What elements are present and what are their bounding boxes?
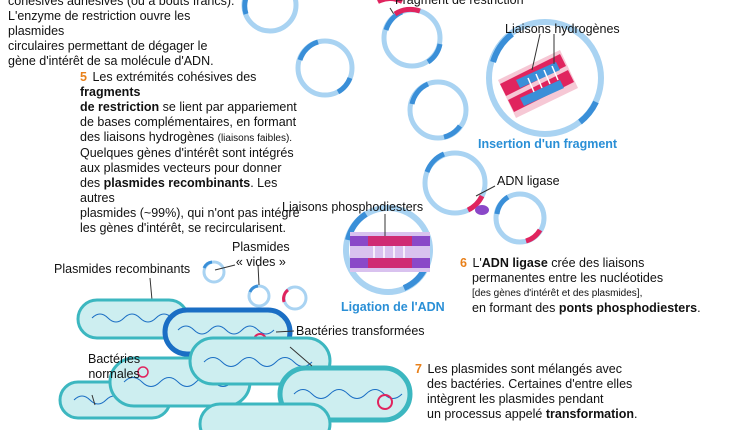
ligation-band <box>350 232 430 272</box>
leader-line <box>531 33 541 71</box>
label-bacteries-normales: Bactéries normales <box>88 352 140 382</box>
step5-line: aux plasmides vecteurs pour donner <box>80 161 282 175</box>
leader-line <box>257 264 260 286</box>
empty-plasmid <box>202 260 226 284</box>
recombinant-plasmid <box>282 285 308 311</box>
step5-bold: fragments <box>80 85 141 99</box>
label-line: normales <box>88 367 140 381</box>
step7-line: Les plasmides sont mélangés avec <box>427 362 622 376</box>
plasmid-circle <box>381 6 443 69</box>
label-line: « vides » <box>235 255 286 269</box>
plasmid-circle <box>422 150 488 216</box>
step5-line: des <box>80 176 101 190</box>
step7-text: 7 Les plasmides sont mélangés avec des b… <box>415 362 675 422</box>
step6-bold: ponts phosphodiesters <box>558 301 698 315</box>
step5-bold: plasmides recombinants <box>103 176 251 190</box>
ligase-enzyme <box>475 205 489 215</box>
empty-plasmid <box>247 284 271 308</box>
leader-line <box>275 330 295 333</box>
label-plasmides-vides: Plasmides « vides » <box>232 240 290 270</box>
step6-number: 6 <box>460 256 467 270</box>
step5-line: . Les autres <box>80 176 278 205</box>
step5-small: (liaisons faibles). <box>217 133 293 144</box>
insertion-plasmid <box>486 19 604 137</box>
step4-line: cohésives adhésives (ou à bouts francs). <box>8 0 235 8</box>
step5-line: des liaisons hydrogènes <box>80 130 215 144</box>
step6-bold: ADN ligase <box>481 256 548 270</box>
step4-line: gène d'intérêt de sa molécule d'ADN. <box>8 54 214 68</box>
plasmid-circle <box>241 0 299 34</box>
dna-insertion-band <box>498 50 578 118</box>
label-insertion-fragment: Insertion d'un fragment <box>478 137 618 151</box>
plasmid-circle <box>407 79 469 141</box>
step5-line: de bases complémentaires, en formant <box>80 115 297 129</box>
step5-line: plasmides (~99%), qui n'ont pas intégré <box>80 206 300 220</box>
step6-line: en formant des <box>472 301 556 315</box>
leader-line <box>149 277 153 301</box>
label-liaisons-phosphodiesters: Liaisons phosphodiesters <box>282 200 424 214</box>
label-liaisons-hydrogenes: Liaisons hydrogènes <box>505 22 620 36</box>
step6-line: crée des liaisons <box>551 256 645 270</box>
label-fragment-restriction: Fragment de restriction <box>395 0 524 7</box>
fragment-mark-top <box>377 0 403 4</box>
step6-line: . <box>697 301 701 315</box>
label-plasmides-recombinants: Plasmides recombinants <box>54 262 191 276</box>
bacterium-normal <box>198 402 332 430</box>
step5-line: Quelques gènes d'intérêt sont intégrés <box>80 146 294 160</box>
label-bacteries-transformees: Bactéries transformées <box>296 324 425 338</box>
step5-line: se lient par appariement <box>162 100 297 114</box>
step7-bold: transformation <box>545 407 635 421</box>
step6-line: permanentes entre les nucléotides <box>472 271 664 285</box>
step7-line: intègrent les plasmides pendant <box>427 392 604 406</box>
step7-line: des bactéries. Certaines d'entre elles <box>427 377 633 391</box>
step7-line: . <box>634 407 638 421</box>
step6-small: [des gènes d'intérêt et des plasmides], <box>472 288 643 299</box>
leader-line <box>289 346 313 367</box>
step4-text: cohésives adhésives (ou à bouts francs).… <box>8 0 248 69</box>
small-plasmid <box>137 366 149 378</box>
leader-line <box>475 185 496 197</box>
label-adn-ligase: ADN ligase <box>497 174 560 188</box>
step5-number: 5 <box>80 70 87 84</box>
step5-line: Les extrémités cohésives des <box>92 70 257 84</box>
label-line: Bactéries <box>88 352 141 366</box>
step6-line: L' <box>472 256 482 270</box>
step5-text: 5 Les extrémités cohésives des fragments… <box>80 70 310 236</box>
step5-line: les gènes d'intérêt, se recircularisent. <box>80 221 286 235</box>
ligase-plasmid <box>493 191 547 245</box>
step7-number: 7 <box>415 362 422 376</box>
step4-line: L'enzyme de restriction ouvre les plasmi… <box>8 9 191 38</box>
step4-line: circulaires permettant de dégager le <box>8 39 208 53</box>
step6-text: 6 L'ADN ligase crée des liaisons permane… <box>460 256 740 316</box>
label-ligation: Ligation de l'ADN <box>341 300 445 314</box>
step7-line: un processus appelé <box>427 407 543 421</box>
plasmid-circle <box>295 38 355 98</box>
label-line: Plasmides <box>232 240 290 254</box>
leader-line <box>91 394 96 406</box>
step5-bold: de restriction <box>80 100 160 114</box>
leader-line <box>214 264 236 271</box>
